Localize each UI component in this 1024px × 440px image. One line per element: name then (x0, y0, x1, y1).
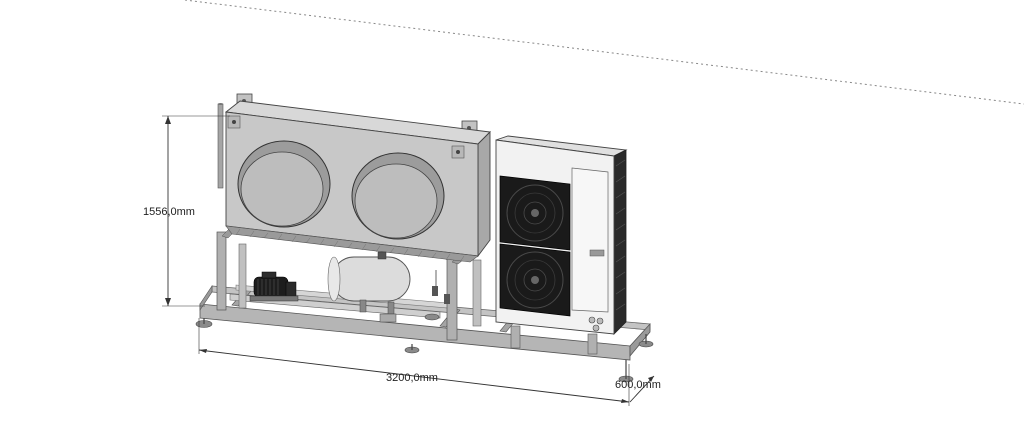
length-dimension: 3200,0mm (198, 318, 630, 406)
axis-guide-line (184, 0, 1024, 105)
outdoor-unit (495, 135, 628, 335)
outdoor-fan-upper (499, 175, 571, 251)
height-dimension: 1556,0mm (143, 115, 230, 307)
outdoor-fan-lower (499, 243, 571, 317)
valve-fittings (432, 270, 450, 304)
expansion-tank (327, 251, 411, 323)
fan-left (237, 140, 331, 228)
fan-right (351, 152, 445, 240)
condenser-unit (217, 93, 491, 263)
pump-motor (249, 271, 299, 302)
depth-dimension: 600,0mm (615, 375, 661, 403)
length-dimension-label: 3200,0mm (386, 372, 438, 384)
height-dimension-label: 1556,0mm (143, 206, 195, 218)
depth-dimension-label: 600,0mm (615, 379, 661, 391)
vent-pipe (217, 103, 224, 189)
